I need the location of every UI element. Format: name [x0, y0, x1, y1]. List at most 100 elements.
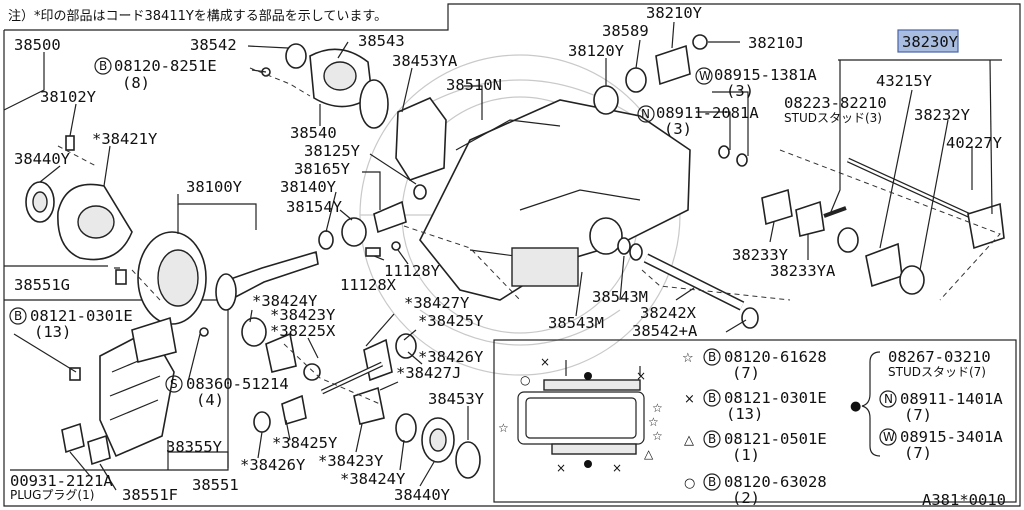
svg-text:08120-61628: 08120-61628: [724, 348, 827, 366]
label-38125y: 38125Y: [304, 142, 361, 160]
label-38540: 38540: [290, 124, 337, 142]
label-38210j: 38210J: [748, 34, 804, 52]
svg-text:W: W: [883, 430, 895, 444]
part-labels: 38500 38542 38543 38453YA 38510N B 08120…: [9, 4, 1003, 504]
dot-symbol: ●: [850, 399, 861, 414]
label-plug: PLUGプラグ(1): [10, 488, 94, 502]
svg-text:B: B: [99, 59, 107, 73]
svg-text:N: N: [884, 392, 893, 406]
svg-text:W: W: [699, 69, 711, 83]
svg-text:☆: ☆: [682, 351, 694, 366]
label-38589: 38589: [602, 22, 649, 40]
svg-text:B: B: [14, 309, 22, 323]
label-38551: 38551: [192, 476, 239, 494]
leader-lines: [3, 21, 1002, 491]
svg-text:(3): (3): [726, 82, 754, 100]
svg-text:08121-0301E: 08121-0301E: [30, 307, 133, 325]
svg-text:△: △: [644, 447, 654, 461]
highlight-38230y[interactable]: [897, 29, 959, 53]
bolt-b-08121-0301e: B 08121-0301E (13): [9, 307, 133, 341]
svg-text:08915-3401A: 08915-3401A: [900, 428, 1003, 446]
label-38543m-b: 38543M: [548, 314, 604, 332]
label-38542: 38542: [190, 36, 237, 54]
legend-row-star: ☆ B 08120-61628 (7): [682, 348, 827, 382]
svg-text:STUDスタッド(7): STUDスタッド(7): [888, 365, 986, 379]
seal-38120y: [593, 85, 619, 115]
gasket-38233ya: [795, 200, 825, 237]
svg-text:☆: ☆: [498, 421, 509, 435]
label-stud-3: STUDスタッド(3): [784, 111, 882, 125]
label-38102y: 38102Y: [40, 88, 97, 106]
svg-text:B: B: [708, 432, 716, 446]
bolt-38102y: [65, 135, 75, 151]
label-38233y: 38233Y: [732, 246, 789, 264]
nut-n-08911-2081a: N 08911-2081A (3): [637, 104, 759, 138]
svg-text:(7): (7): [732, 364, 760, 382]
svg-text:08267-03210: 08267-03210: [888, 348, 991, 366]
label-38426y-a: *38426Y: [418, 348, 484, 366]
bolt-pattern-diagram: × × ○ ☆ ☆ ☆ ☆ × × △: [498, 355, 663, 475]
label-38230y[interactable]: 38230Y: [902, 33, 959, 51]
svg-text:×: ×: [684, 392, 695, 407]
label-38543m-a: 38543M: [592, 288, 648, 306]
svg-text:08360-51214: 08360-51214: [186, 375, 289, 393]
svg-text:08121-0501E: 08121-0501E: [724, 430, 827, 448]
svg-text:(1): (1): [732, 446, 760, 464]
label-38426y-b: *38426Y: [240, 456, 306, 474]
svg-text:(3): (3): [664, 120, 692, 138]
spacer-38165y: [373, 200, 407, 234]
label-40227y: 40227Y: [946, 134, 1003, 152]
svg-text:(7): (7): [904, 406, 932, 424]
svg-text:☆: ☆: [652, 401, 663, 415]
bolt-s-08360-51214: S 08360-51214 (4): [165, 375, 289, 409]
retainer-43215y: [865, 242, 903, 288]
label-00931-2121a: 00931-2121A: [10, 472, 113, 490]
fastener-legend: × × ○ ☆ ☆ ☆ ☆ × × △ ☆ B 08120-61628 (7) …: [498, 348, 1003, 507]
label-38424y-a: *38424Y: [252, 292, 318, 310]
label-38140y: 38140Y: [280, 178, 337, 196]
pinion-mate-38423y: [265, 332, 297, 373]
label-38165y: 38165Y: [294, 160, 351, 178]
plug-38551f: [87, 434, 111, 466]
svg-text:×: ×: [540, 355, 550, 369]
svg-text:×: ×: [636, 369, 646, 383]
svg-text:08120-63028: 08120-63028: [724, 473, 827, 491]
header-note: 注）*印の部品はコード38411Yを構成する部品を示しています。: [8, 9, 387, 24]
legend-row-circle: ○ B 08120-63028 (2): [684, 473, 827, 507]
label-38210y: 38210Y: [646, 4, 703, 22]
label-38440y-left: 38440Y: [14, 150, 71, 168]
bearing-38154y: [341, 217, 367, 247]
svg-text:(4): (4): [196, 391, 224, 409]
svg-text:○: ○: [684, 476, 695, 491]
svg-text:08911-2081A: 08911-2081A: [656, 104, 759, 122]
svg-text:08911-1401A: 08911-1401A: [900, 390, 1003, 408]
washer-w-08915-1381a: W 08915-1381A (3): [695, 66, 817, 100]
label-38421y: *38421Y: [92, 130, 158, 148]
label-38543: 38543: [358, 32, 405, 50]
svg-text:○: ○: [520, 373, 530, 387]
bolt-11128x: [365, 247, 381, 257]
svg-text:B: B: [708, 350, 716, 364]
svg-text:×: ×: [556, 461, 566, 475]
svg-text:(2): (2): [732, 489, 760, 507]
legend-group-dot: 08267-03210 STUDスタッド(7) N 08911-1401A (7…: [879, 348, 1003, 462]
svg-text:08915-1381A: 08915-1381A: [714, 66, 817, 84]
flange-40227y: [967, 202, 1005, 250]
svg-text:B: B: [708, 475, 716, 489]
label-38355y: 38355Y: [166, 438, 223, 456]
diagram-id: A381*0010: [922, 491, 1006, 509]
svg-text:08120-8251E: 08120-8251E: [114, 57, 217, 75]
plug-38551g: [115, 269, 127, 285]
label-38551f: 38551F: [122, 486, 178, 504]
label-38453y: 38453Y: [428, 390, 485, 408]
washer-38140y: [318, 230, 334, 250]
label-38233ya: 38233YA: [770, 262, 836, 280]
label-08223-82210: 08223-82210: [784, 94, 887, 112]
label-38510n: 38510N: [446, 76, 502, 94]
bolt-b-08120-8251e: B 08120-8251E (8): [94, 57, 217, 92]
label-11128x: 11128X: [340, 276, 397, 294]
carrier-38510n: [419, 99, 691, 301]
svg-text:×: ×: [612, 461, 622, 475]
washer-11128y: [391, 241, 401, 251]
